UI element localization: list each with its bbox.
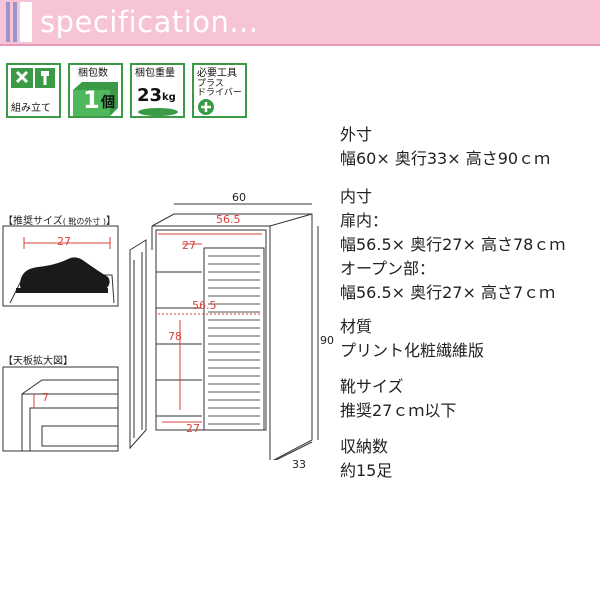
cabinet-diagram <box>129 203 319 460</box>
hammer-wrench-icon <box>11 68 55 88</box>
capacity-title: 収納数 <box>340 437 389 456</box>
header-stripe <box>6 2 10 42</box>
shoe-length-dim: 27 <box>57 235 71 248</box>
tool-sub-label-1: プラス <box>197 79 224 89</box>
package-weight-unit: kg <box>162 92 176 103</box>
package-weight-label: 梱包重量 <box>135 68 175 79</box>
shoe-diagram <box>2 225 119 307</box>
door-inside-label: 扉内： <box>340 211 389 230</box>
tool-sub-label-2: ドライバー <box>197 88 242 98</box>
cabinet-width-middle-dim: 56.5 <box>192 299 217 312</box>
outer-size-title: 外寸 <box>340 125 373 144</box>
cabinet-width-inner-dim: 56.5 <box>216 213 241 226</box>
recommended-size-caption: 【推奨サイズ( 靴の外寸 )】 <box>3 216 117 227</box>
header-stripe <box>20 2 32 42</box>
tool-label: 必要工具 <box>197 68 237 79</box>
scale-icon <box>137 85 179 116</box>
inner-size-title: 内寸 <box>340 187 373 206</box>
tool-icon: 必要工具 プラス ドライバー <box>192 63 247 118</box>
page-header: specification... <box>0 0 600 46</box>
material-value: プリント化粧繊維版 <box>340 341 485 360</box>
door-inside-value: 幅56.5× 奥行27× 高さ78ｃｍ <box>340 235 566 254</box>
header-stripe <box>13 2 17 42</box>
page-title: specification... <box>40 5 259 39</box>
open-part-value: 幅56.5× 奥行27× 高さ7ｃｍ <box>340 283 556 302</box>
cabinet-width-outer-dim: 60 <box>232 191 246 204</box>
package-count-value: 1 <box>83 86 100 114</box>
top-board-height-dim: 7 <box>42 391 49 404</box>
cabinet-depth-top-dim: 27 <box>182 239 196 252</box>
cabinet-height-outer-dim: 90 <box>320 334 334 347</box>
assembly-icon: 組み立て <box>6 63 61 118</box>
capacity-value: 約15足 <box>340 461 393 480</box>
outer-size-value: 幅60× 奥行33× 高さ90ｃｍ <box>340 149 551 168</box>
package-count-unit: 個 <box>101 95 115 111</box>
open-part-label: オープン部： <box>340 259 436 278</box>
box-icon <box>73 82 118 116</box>
cabinet-depth-bottom-dim: 27 <box>186 422 200 435</box>
package-weight-value: 23 <box>137 85 163 106</box>
screwdriver-icon <box>198 99 214 115</box>
shoe-size-title: 靴サイズ <box>340 377 404 396</box>
shoe-size-value: 推奨27ｃｍ以下 <box>340 401 457 420</box>
cabinet-height-inner-dim: 78 <box>168 330 182 343</box>
header-underline <box>0 44 600 46</box>
package-weight-icon: 梱包重量 23 kg <box>130 63 185 118</box>
package-count-icon: 梱包数 1 個 <box>68 63 123 118</box>
material-title: 材質 <box>340 317 373 336</box>
top-board-caption: 【天板拡大図】 <box>3 356 73 367</box>
package-count-label: 梱包数 <box>78 68 108 79</box>
assembly-label: 組み立て <box>11 103 51 114</box>
cabinet-depth-outer-dim: 33 <box>292 458 306 471</box>
top-board-diagram <box>2 366 119 452</box>
